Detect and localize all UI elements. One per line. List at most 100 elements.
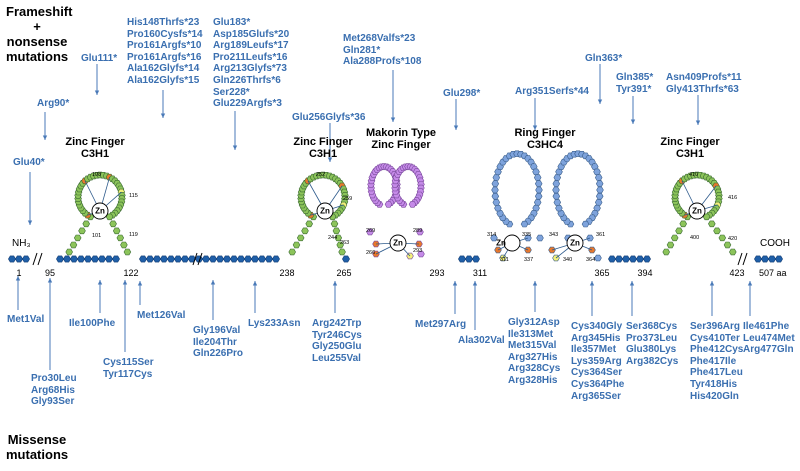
position-number: 423: [729, 268, 745, 278]
zinc-finger-3-residue: [729, 248, 737, 256]
position-number: 311: [472, 268, 488, 278]
zinc-finger-2-residue: [292, 241, 301, 249]
nonsense-mutation-label: Arg90*: [37, 98, 70, 109]
residue-label: 311: [500, 257, 509, 263]
backbone-residue: [105, 255, 113, 263]
zinc-ion-makorin: [389, 234, 407, 252]
backbone-residue: [754, 255, 762, 263]
backbone-residue: [91, 255, 99, 263]
missense-mutation-arrow-head: [210, 280, 216, 285]
ring-finger-residue: [594, 254, 602, 262]
zinc-finger-3-residue: [675, 227, 683, 235]
position-number: 95: [44, 268, 56, 278]
zinc-finger-3-residue: [662, 248, 670, 256]
missense-mutation-arrow-head: [452, 281, 458, 286]
residue-label: 420: [728, 236, 738, 242]
nonsense-mutation-label: Glu298*: [443, 88, 481, 99]
missense-mutation-label: Ile461Phe Leu474Met Arg477Gln: [743, 321, 795, 356]
missense-mutation-arrow-head: [532, 281, 538, 286]
missense-mutation-label: Arg242Trp Tyr246Cys Gly250Glu Leu255Val: [312, 318, 362, 364]
position-number: 365: [594, 268, 610, 278]
backbone-residue: [70, 255, 78, 263]
missense-section-title: Missense mutations: [6, 432, 68, 462]
zinc-finger-3-residue: [670, 234, 679, 242]
backbone-residue: [251, 255, 259, 263]
c-terminus-label: COOH: [760, 238, 790, 249]
residue-label: 101: [92, 233, 102, 239]
zinc-finger-2-residue: [338, 248, 346, 256]
missense-mutation-arrow-head: [97, 280, 103, 285]
ring-finger-residue: [492, 199, 501, 206]
zinc-finger-2-residue: [301, 227, 309, 235]
zinc-ion-1: [91, 202, 109, 220]
nonsense-section-title: Frameshift + nonsense mutations: [6, 4, 73, 64]
zinc-finger-2-residue: [330, 220, 339, 228]
backbone-residue: [761, 255, 769, 263]
nonsense-mutation-label: His148Thrfs*23 Pro160Cysfs*14 Pro161Argf…: [127, 17, 203, 86]
nonsense-mutation-arrow-head: [390, 117, 396, 122]
ring-finger-residue: [536, 234, 544, 242]
backbone-residue: [167, 255, 175, 263]
residue-label: 293: [413, 248, 423, 254]
backbone-residue: [636, 255, 644, 263]
ring-finger-residue: [533, 199, 542, 206]
ring-finger-residue: [491, 180, 500, 187]
ring-finger-residue: [594, 174, 603, 181]
zinc-finger-1-residue: [73, 234, 82, 242]
zinc-finger-1-residue: [109, 220, 117, 228]
break-mark: [192, 252, 198, 266]
nonsense-mutation-label: Met268Valfs*23 Gln281* Ala288Profs*108: [343, 33, 422, 68]
backbone-residue: [216, 255, 224, 263]
residue-label: 343: [549, 232, 559, 238]
residue-label: 244: [328, 235, 338, 241]
missense-mutation-arrow-head: [15, 276, 21, 281]
ring-finger-residue: [552, 186, 560, 194]
ring-finger-residue: [596, 186, 604, 194]
backbone-residue: [608, 255, 616, 263]
position-number: 238: [279, 268, 295, 278]
backbone-residue: [237, 255, 245, 263]
backbone-residue: [768, 255, 776, 263]
missense-mutation-label: Ala302Val: [458, 335, 505, 346]
nonsense-mutation-arrow-head: [630, 119, 636, 124]
zinc-finger-2-residue: [332, 227, 341, 235]
nonsense-mutation-arrow-head: [597, 99, 603, 104]
backbone-residue: [615, 255, 623, 263]
zinc-finger-1-residue: [116, 234, 125, 242]
ring-finger-residue: [581, 220, 590, 228]
break-mark: [737, 252, 743, 266]
domain-title-zinc-finger-1: Zinc Finger C3H1: [65, 136, 125, 160]
nonsense-mutation-arrow-head: [232, 145, 238, 150]
backbone-residue: [174, 255, 182, 263]
nonsense-mutation-arrow-head: [327, 157, 333, 162]
zinc-finger-1-residue: [69, 241, 78, 249]
zinc-ion-label: Zn: [393, 238, 403, 248]
zinc-ion-ring-1: [503, 234, 521, 252]
ring-finger-residue: [520, 220, 529, 228]
nonsense-mutation-arrow-head: [695, 120, 701, 125]
residue-label: 289: [413, 228, 423, 234]
zinc-finger-2-residue: [305, 220, 313, 228]
zinc-finger-3-residue: [723, 241, 732, 249]
break-mark: [37, 252, 43, 266]
residue-label: 410: [689, 172, 699, 178]
backbone-residue: [153, 255, 161, 263]
missense-title-line: Missense: [7, 432, 67, 447]
missense-mutation-arrow-head: [47, 278, 53, 283]
backbone-residue: [622, 255, 630, 263]
makorin-residue: [408, 201, 417, 208]
ring-finger-residue: [532, 204, 540, 212]
nonsense-mutation-label: Gln363*: [585, 53, 623, 64]
backbone-residue: [146, 255, 154, 263]
missense-mutation-label: Ser368Cys Pro373Leu Glu380Lys Arg382Cys: [626, 321, 679, 367]
residue-label: 364: [586, 257, 596, 263]
nonsense-title-line: Frameshift: [6, 4, 73, 19]
backbone-residue: [160, 255, 168, 263]
ring-finger-residue: [533, 174, 542, 181]
zinc-finger-3-residue: [708, 220, 716, 228]
backbone-residue: [139, 255, 147, 263]
break-mark: [197, 252, 203, 266]
domain-title-zinc-finger-2: Zinc Finger C3H1: [293, 136, 353, 160]
backbone-residue: [22, 255, 30, 263]
